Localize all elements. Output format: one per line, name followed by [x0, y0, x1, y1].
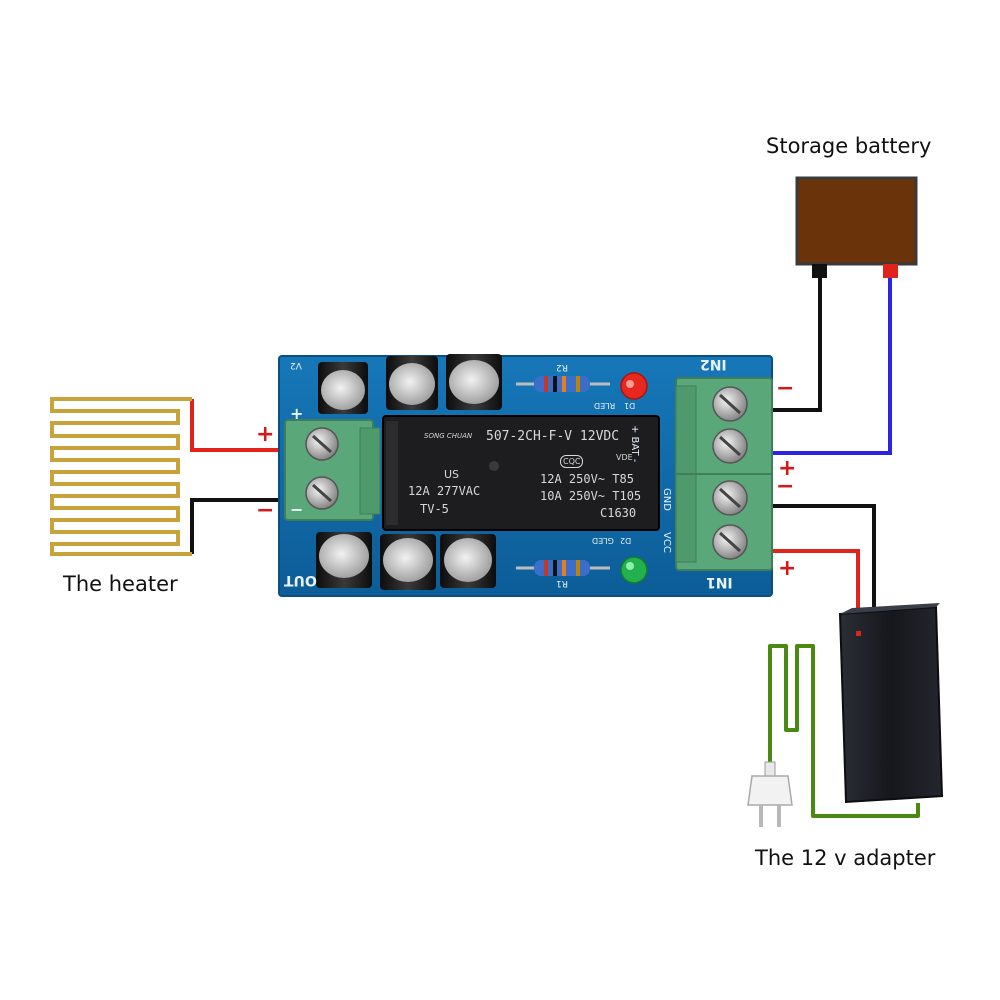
heater-label: The heater	[63, 572, 178, 596]
mains-cord	[768, 644, 920, 818]
mains-plug	[747, 761, 793, 827]
relay-code: C1630	[600, 506, 637, 520]
battery-positive-terminal	[883, 264, 898, 278]
heater-red-wire	[190, 399, 286, 452]
adapter-plus-sign: +	[778, 556, 797, 581]
red-led	[620, 372, 648, 400]
battery-plus-sign: +	[778, 456, 797, 481]
relay-ul-mark: US	[444, 468, 460, 481]
relay	[382, 415, 660, 531]
relay-cqc-mark: CQC	[560, 455, 584, 468]
resistor-r2	[516, 376, 610, 392]
capacitors-bottom	[316, 532, 496, 590]
adapter-label: The 12 v adapter	[755, 846, 936, 870]
out-label: OUT	[284, 572, 317, 588]
d2-label: D2	[620, 536, 632, 545]
relay-rating-2: TV-5	[420, 502, 449, 516]
out-terminal-block	[284, 419, 381, 521]
relay-brand: SONG CHUAN	[424, 432, 473, 440]
heater-plus-sign: +	[256, 422, 275, 447]
d1-label: D1	[624, 401, 636, 410]
out-minus-label: −	[290, 500, 304, 519]
adapter-red-wire	[772, 549, 860, 612]
heater-black-wire	[190, 498, 286, 554]
gled-label: GLED	[592, 536, 614, 545]
relay-vde-mark: VDE	[616, 453, 633, 462]
out-plus-label: +	[290, 404, 304, 423]
adapter-led	[856, 631, 861, 636]
heater-minus-sign: −	[256, 498, 275, 523]
green-led	[620, 556, 648, 584]
power-adapter	[838, 603, 944, 804]
battery-black-wire	[772, 272, 822, 412]
vcc-label: VCC	[661, 532, 672, 553]
resistor-r1	[516, 560, 610, 576]
battery-minus-sign: −	[776, 376, 795, 401]
heater-trace	[50, 397, 192, 556]
storage-battery	[795, 176, 918, 278]
relay-model: 507-2CH-F-V 12VDC	[486, 429, 620, 444]
wires	[190, 272, 920, 818]
v2-label: V2	[290, 360, 302, 370]
in1-label: IN1	[706, 574, 733, 590]
r2-label: R2	[556, 362, 568, 372]
relay-rating-4: 10A 250V~ T105	[540, 489, 642, 503]
battery-blue-wire	[772, 272, 892, 455]
in-terminal-block	[675, 377, 773, 571]
adapter-black-wire	[772, 504, 876, 612]
capacitors-top	[318, 354, 502, 414]
adapter-minus-sign: −	[776, 474, 795, 499]
gnd-label: GND	[661, 488, 672, 511]
r1-label: R1	[556, 578, 568, 588]
in2-label: IN2	[700, 356, 727, 372]
rled-label: RLED	[594, 401, 616, 410]
battery-label: Storage battery	[766, 134, 932, 158]
heater-element	[50, 397, 192, 556]
power-switch-board	[278, 354, 773, 597]
relay-rating-3: 12A 250V~ T85	[540, 472, 634, 486]
relay-rating-1: 12A 277VAC	[408, 484, 481, 498]
battery-negative-terminal	[812, 264, 827, 278]
